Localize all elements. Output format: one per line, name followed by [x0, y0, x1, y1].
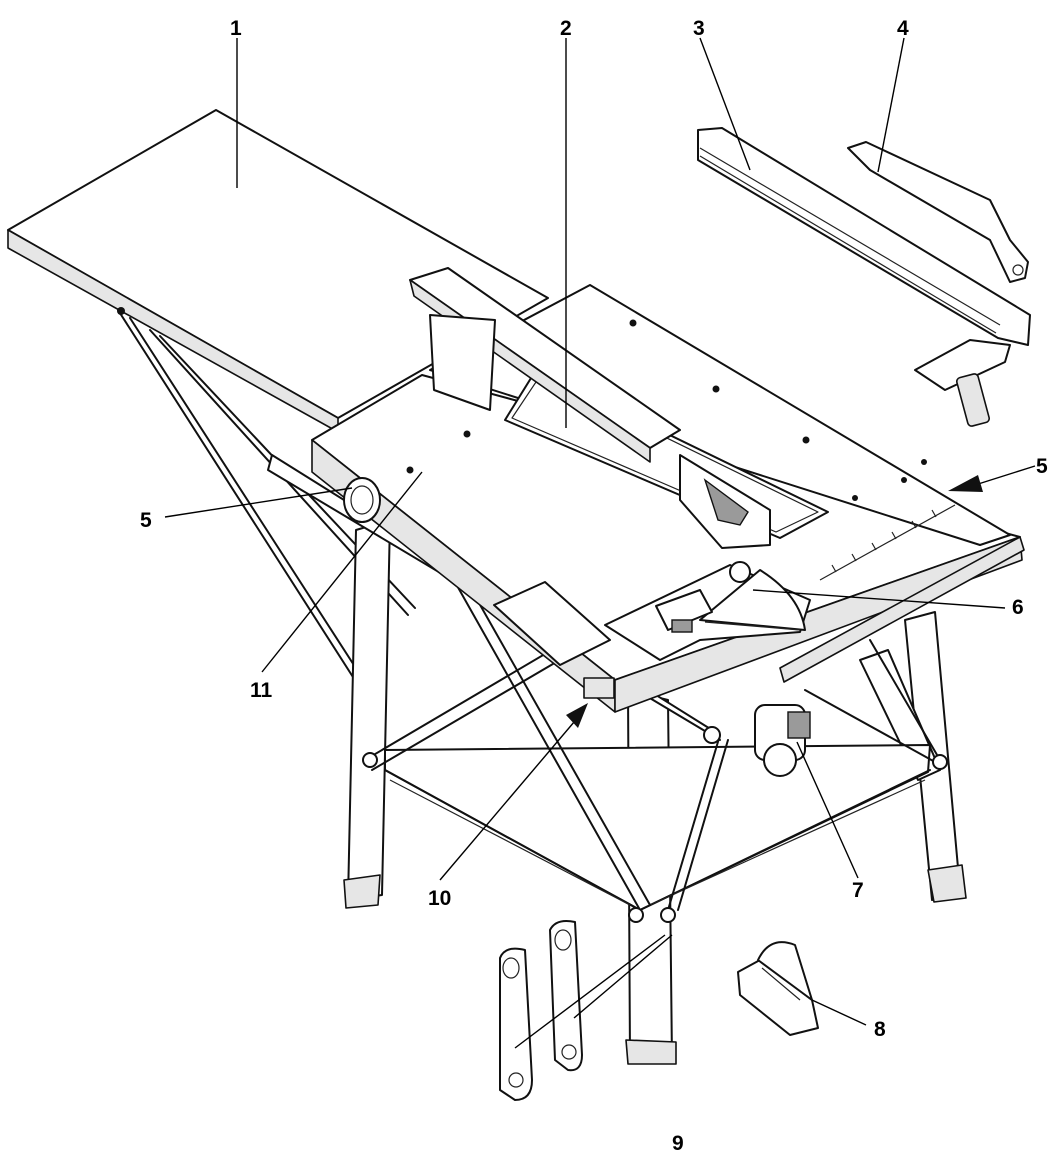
callout-6: 6 — [1012, 596, 1024, 619]
callout-1: 1 — [230, 17, 242, 40]
callout-7: 7 — [852, 879, 864, 902]
dust-port — [343, 477, 381, 523]
switch-box — [493, 581, 615, 699]
callout-8: 8 — [874, 1018, 886, 1041]
callout-2: 2 — [560, 17, 572, 40]
rip-fence — [697, 127, 1031, 427]
riving-knife — [847, 141, 1029, 283]
leader-lines — [164, 37, 1036, 1049]
callout-5-left: 5 — [140, 509, 152, 532]
motor-switch — [754, 704, 811, 777]
callout-labels: 1 2 3 4 5 5 6 7 8 9 10 11 — [140, 17, 1048, 1155]
blade-holder — [737, 941, 819, 1036]
callout-4: 4 — [897, 17, 909, 40]
callout-5-right: 5 — [1036, 455, 1048, 478]
callout-10: 10 — [428, 887, 451, 910]
spanners — [499, 920, 583, 1101]
mitre-gauge — [604, 561, 811, 661]
callout-11: 11 — [250, 679, 273, 702]
callout-3: 3 — [693, 17, 705, 40]
table-insert-and-guard — [409, 267, 829, 549]
callout-9: 9 — [672, 1132, 684, 1155]
